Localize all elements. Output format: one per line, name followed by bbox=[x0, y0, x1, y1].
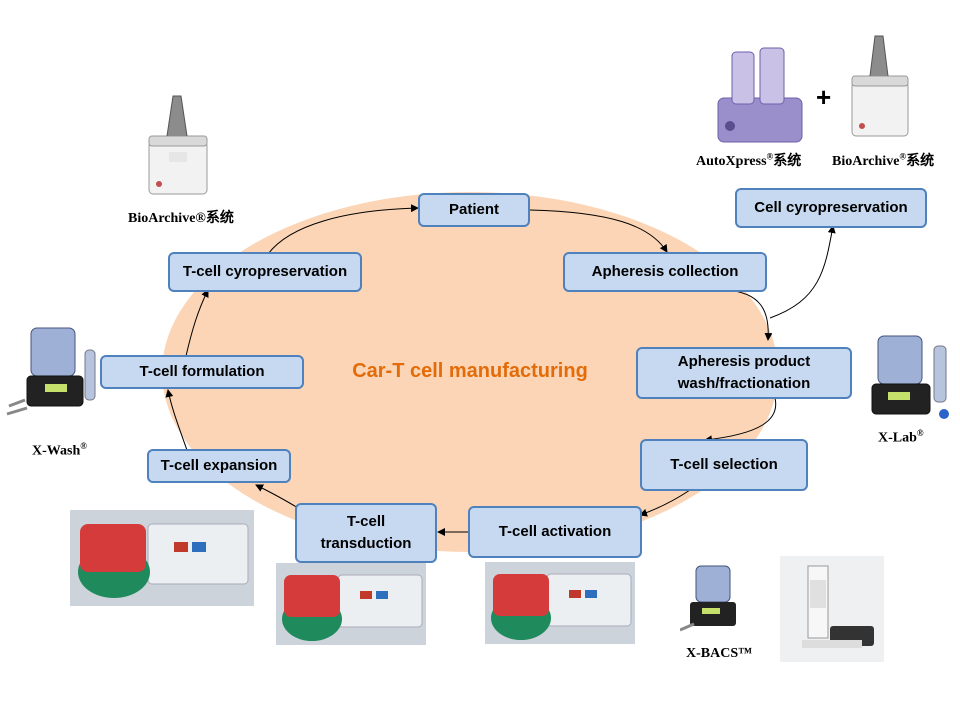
xlab-registered: ® bbox=[916, 428, 924, 438]
autoxpress-name: AutoXpress bbox=[696, 154, 767, 169]
arrow-patient-to-apheresis bbox=[529, 209, 668, 253]
step-tcell-cryopreservation: T-cell cyropreservation bbox=[168, 252, 362, 292]
step-tcell-formulation: T-cell formulation bbox=[100, 355, 304, 389]
step-apheresis-wash: Apheresis product wash/fractionation bbox=[636, 347, 852, 399]
clinimacs-device-image bbox=[780, 556, 884, 662]
arrow-wash-to-selection bbox=[704, 397, 777, 444]
bioarchive-device-image-right bbox=[848, 32, 912, 140]
bioarchive-label-right: BioArchive®系统 bbox=[832, 150, 934, 170]
bioarchive-right-name: BioArchive bbox=[832, 154, 900, 169]
bioarchive-right-suffix: 系统 bbox=[906, 154, 935, 169]
step-tcell-cryopreservation-label: T-cell cyropreservation bbox=[182, 263, 348, 280]
step-patient: Patient bbox=[418, 193, 530, 227]
autoxpress-device-image bbox=[714, 42, 806, 146]
xwash-registered: ® bbox=[80, 441, 87, 451]
step-patient-label: Patient bbox=[448, 201, 499, 218]
arrow-transduction-to-expansion bbox=[255, 484, 299, 509]
wave-bioreactor-image-middle bbox=[276, 563, 426, 645]
arrow-selection-to-activation bbox=[639, 489, 691, 517]
wave-bioreactor-image-left bbox=[70, 510, 254, 606]
step-apheresis-wash-line2: wash/fractionation bbox=[677, 375, 811, 392]
bioarchive-right-registered: ® bbox=[899, 151, 907, 162]
xwash-label: X-Wash® bbox=[32, 441, 87, 460]
step-tcell-selection-label: T-cell selection bbox=[670, 456, 778, 473]
step-tcell-selection: T-cell selection bbox=[640, 439, 808, 491]
autoxpress-registered: ® bbox=[766, 151, 774, 162]
arrow-apheresis-to-cell-cryo bbox=[769, 225, 836, 319]
step-apheresis-collection: Apheresis collection bbox=[563, 252, 767, 292]
step-apheresis-collection-label: Apheresis collection bbox=[591, 263, 739, 280]
bioarchive-device-image-left bbox=[145, 92, 211, 200]
xbacs-device-image bbox=[680, 560, 752, 640]
autoxpress-suffix: 系统 bbox=[773, 154, 802, 169]
xwash-device-image bbox=[5, 320, 101, 428]
step-tcell-transduction: T-cell transduction bbox=[295, 503, 437, 563]
step-tcell-expansion: T-cell expansion bbox=[147, 449, 291, 483]
step-tcell-activation-label: T-cell activation bbox=[498, 523, 612, 540]
bioarchive-label-left: BioArchive®系统 bbox=[128, 211, 234, 226]
step-tcell-expansion-label: T-cell expansion bbox=[160, 457, 278, 474]
step-cell-cryopreservation: Cell cyropreservation bbox=[735, 188, 927, 228]
plus-sign: + bbox=[816, 82, 832, 112]
arrow-expansion-to-formulation bbox=[165, 389, 189, 454]
xlab-device-image bbox=[866, 322, 958, 424]
arrow-formulation-to-cryo bbox=[185, 289, 209, 357]
step-tcell-transduction-line1: T-cell bbox=[346, 513, 386, 530]
step-tcell-transduction-line2: transduction bbox=[320, 535, 412, 552]
arrow-cryo-to-patient bbox=[267, 204, 419, 255]
step-apheresis-wash-line1: Apheresis product bbox=[677, 353, 811, 370]
arrow-apheresis-to-wash bbox=[724, 289, 773, 341]
step-cell-cryopreservation-label: Cell cyropreservation bbox=[754, 199, 908, 216]
xwash-name: X-Wash bbox=[32, 443, 81, 459]
diagram-title: Car-T cell manufacturing bbox=[352, 360, 588, 382]
xlab-name: X-Lab bbox=[878, 430, 917, 446]
xbacs-label: X-BACS™ bbox=[686, 646, 753, 661]
step-tcell-formulation-label: T-cell formulation bbox=[139, 363, 265, 380]
step-tcell-activation: T-cell activation bbox=[468, 506, 642, 558]
xlab-label: X-Lab® bbox=[878, 428, 924, 447]
autoxpress-label: AutoXpress®系统 bbox=[696, 150, 801, 170]
wave-bioreactor-image-right bbox=[485, 562, 635, 644]
